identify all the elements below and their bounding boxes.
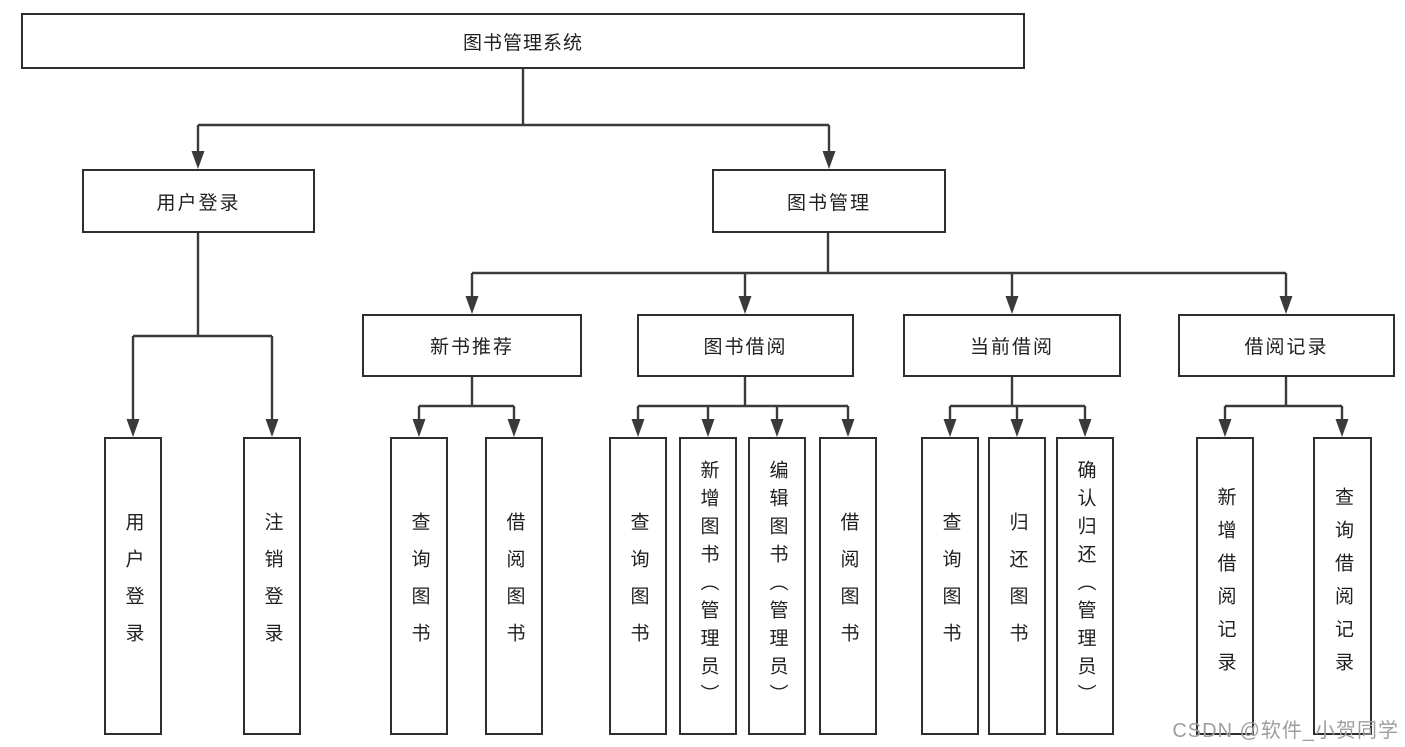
node-library-system: 图书管理系统 <box>21 13 1025 69</box>
node-query-books-recommend: 查询图书 <box>390 437 448 735</box>
node-query-books-recommend-label: 查询图书 <box>408 512 430 660</box>
node-query-borrow-record: 查询借阅记录 <box>1313 437 1372 735</box>
node-edit-books-admin: 编辑图书（管理员） <box>748 437 806 735</box>
node-logout: 注销登录 <box>243 437 301 735</box>
node-query-borrow-record-label: 查询借阅记录 <box>1332 487 1353 685</box>
node-current-borrowing: 当前借阅 <box>903 314 1121 377</box>
node-new-book-recommend: 新书推荐 <box>362 314 582 377</box>
node-add-borrow-record-label: 新增借阅记录 <box>1214 487 1236 685</box>
node-borrow-books-borrowing: 借阅图书 <box>819 437 877 735</box>
node-book-management-label: 图书管理 <box>786 192 871 214</box>
node-book-management: 图书管理 <box>712 169 946 233</box>
node-borrow-books-recommend: 借阅图书 <box>485 437 543 735</box>
node-query-books-borrowing: 查询图书 <box>609 437 667 735</box>
node-return-books: 归还图书 <box>988 437 1046 735</box>
node-return-books-label: 归还图书 <box>1006 512 1028 660</box>
node-user-login: 用户登录 <box>104 437 162 735</box>
node-library-system-label: 图书管理系统 <box>462 32 583 54</box>
node-edit-books-admin-label: 编辑图书（管理员） <box>766 460 788 712</box>
node-book-borrowing: 图书借阅 <box>637 314 854 377</box>
node-add-books-admin: 新增图书（管理员） <box>679 437 737 735</box>
node-user-login-group-label: 用户登录 <box>156 192 241 214</box>
node-new-book-recommend-label: 新书推荐 <box>429 337 514 358</box>
node-query-books-current-label: 查询图书 <box>939 512 961 660</box>
node-add-borrow-record: 新增借阅记录 <box>1196 437 1254 735</box>
node-logout-label: 注销登录 <box>261 512 283 660</box>
node-borrow-books-recommend-label: 借阅图书 <box>503 512 525 660</box>
node-borrowing-records: 借阅记录 <box>1178 314 1395 377</box>
csdn-watermark: CSDN @软件_小贺同学 <box>1172 720 1399 742</box>
node-borrowing-records-label: 借阅记录 <box>1244 337 1329 358</box>
node-query-books-borrowing-label: 查询图书 <box>627 512 649 660</box>
node-user-login-group: 用户登录 <box>82 169 315 233</box>
node-confirm-return-admin: 确认归还（管理员） <box>1056 437 1114 735</box>
node-query-books-current: 查询图书 <box>921 437 979 735</box>
node-book-borrowing-label: 图书借阅 <box>703 337 788 358</box>
node-user-login-label: 用户登录 <box>122 512 144 660</box>
node-borrow-books-borrowing-label: 借阅图书 <box>837 512 859 660</box>
node-confirm-return-admin-label: 确认归还（管理员） <box>1074 460 1096 712</box>
node-current-borrowing-label: 当前借阅 <box>969 337 1054 358</box>
node-add-books-admin-label: 新增图书（管理员） <box>697 460 719 712</box>
